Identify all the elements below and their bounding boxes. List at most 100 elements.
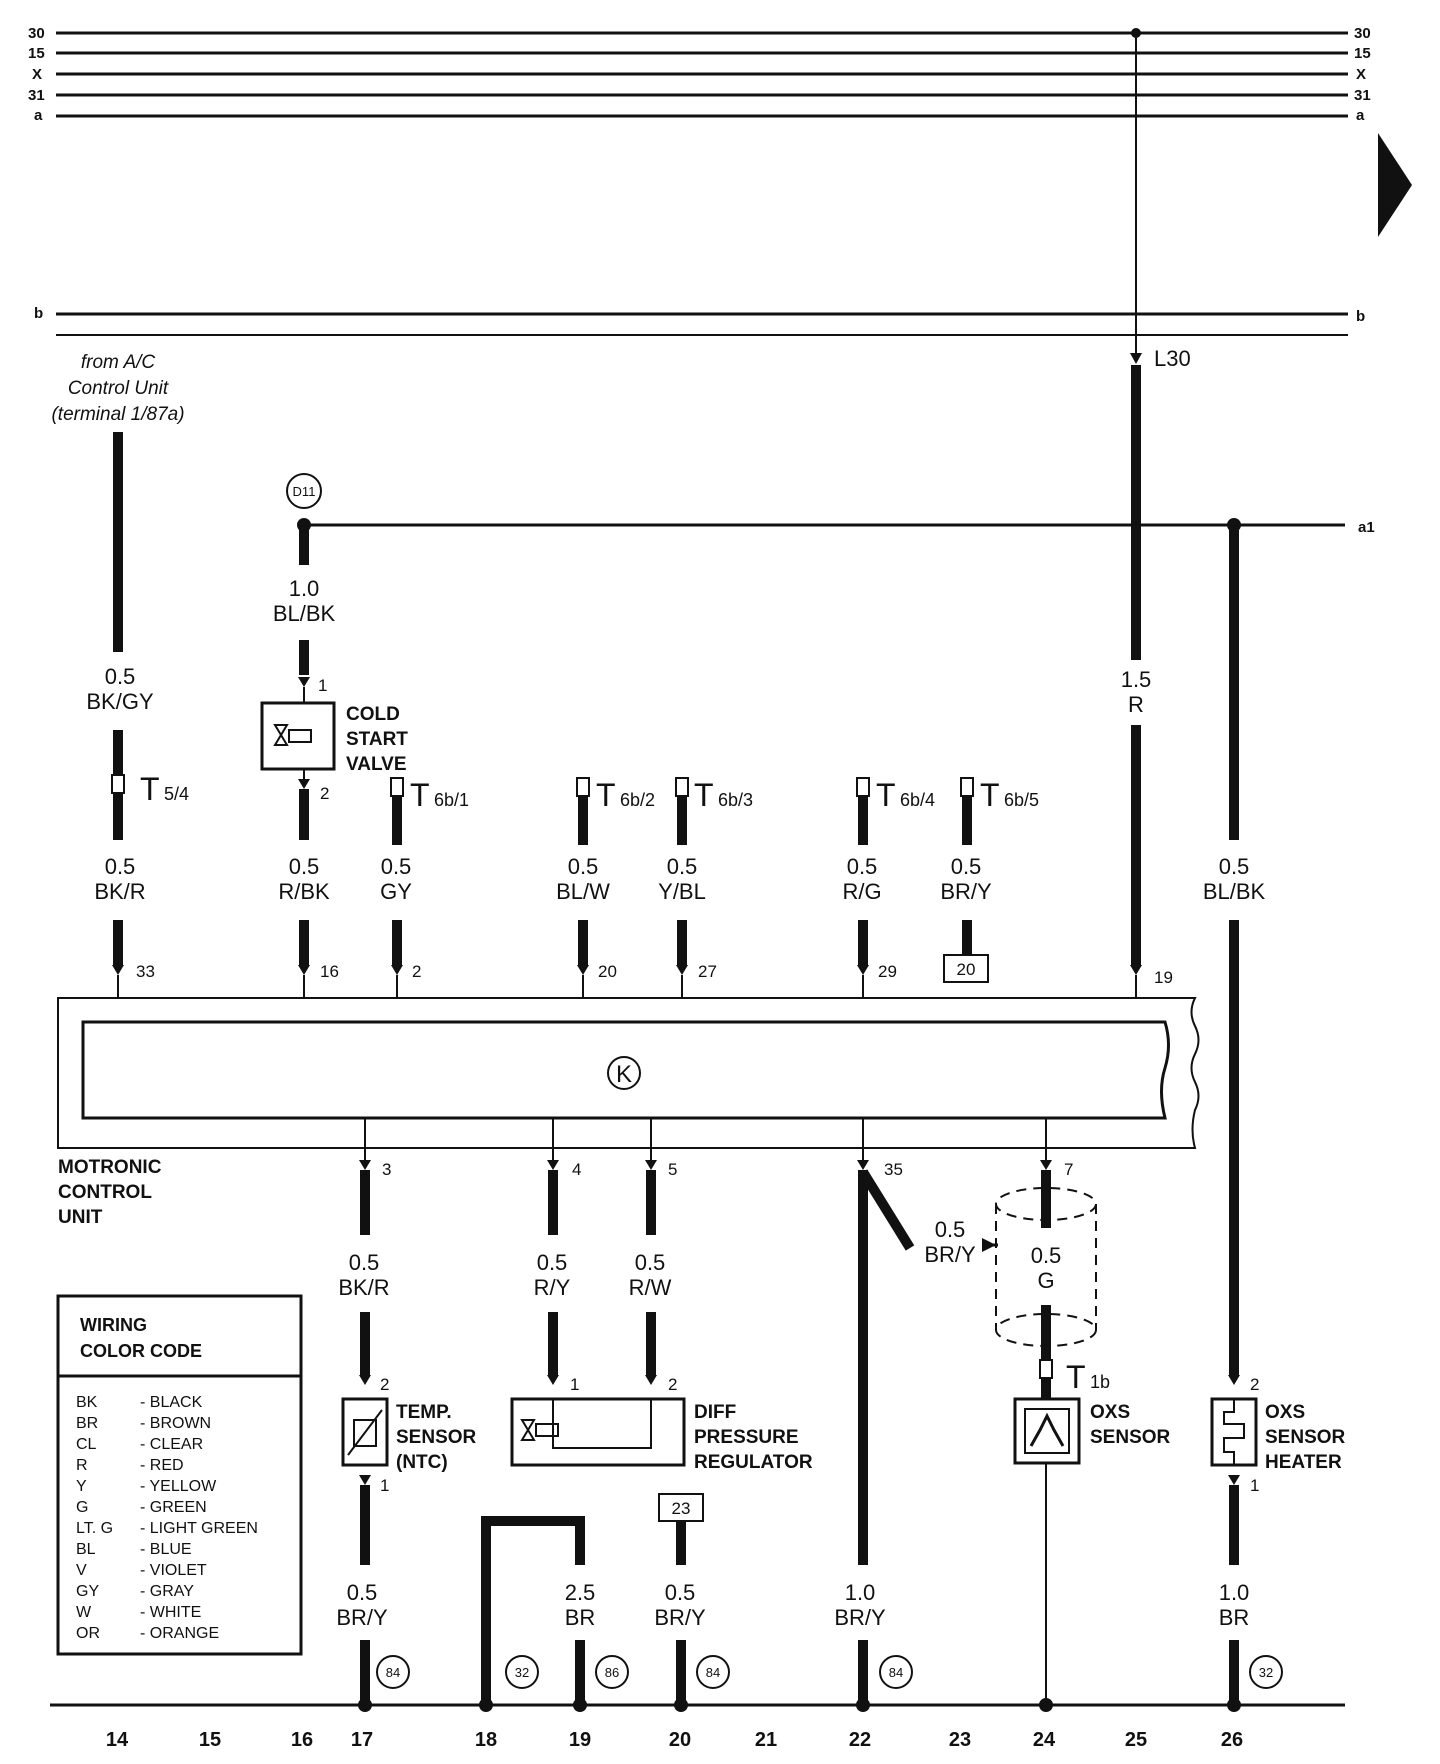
legend-name: - BLUE	[140, 1541, 192, 1558]
connector-arrow	[391, 965, 403, 975]
legend-code: V	[76, 1562, 87, 1579]
column-numbers: 14 15 16 17 18 19 20 21 22 23 24 25 26	[106, 1729, 1243, 1751]
connector-arrow	[547, 1375, 559, 1385]
wire-bry-shield-color: BR/Y	[924, 1242, 976, 1267]
column-22: 22	[849, 1729, 871, 1751]
connector-arrow	[1130, 965, 1142, 975]
connector-box-23	[658, 1493, 704, 1522]
wire-br-19-gauge: 2.5	[565, 1580, 596, 1605]
l30-label: L30	[1154, 346, 1191, 371]
ground-junctions	[358, 1698, 1241, 1712]
wire-rbk-color: R/BK	[278, 879, 330, 904]
legend-title-2: COLOR CODE	[80, 1341, 202, 1361]
ground-ref-circle	[879, 1655, 913, 1689]
oxs-heater-label-3: HEATER	[1265, 1452, 1342, 1473]
oxs-heater-label-2: SENSOR	[1265, 1427, 1346, 1448]
connector-arrow	[645, 1160, 657, 1170]
wire-bkr-bot-color: BK/R	[338, 1275, 389, 1300]
source-note-line1: from A/C	[81, 352, 156, 373]
column-17: 17	[351, 1729, 373, 1751]
ecu-name-3: UNIT	[58, 1207, 103, 1228]
conn-t6b3-base: T	[694, 777, 714, 813]
diff-pressure-label-2: PRESSURE	[694, 1427, 799, 1448]
wire-blbk-1-gauge: 1.0	[289, 576, 320, 601]
connector-icon	[1039, 1359, 1053, 1379]
connector-arrow	[298, 677, 310, 687]
wire-gy-color: GY	[380, 879, 412, 904]
legend-name: - BROWN	[140, 1415, 211, 1432]
temp-sensor-label-3: (NTC)	[396, 1452, 448, 1473]
wire-bry-20-color: BR/Y	[654, 1605, 706, 1630]
legend-name: - GREEN	[140, 1499, 207, 1516]
node-d11-label: D11	[293, 484, 316, 499]
wire-ry-gauge: 0.5	[537, 1250, 568, 1275]
conn-t6b4-sub: 6b/4	[900, 790, 935, 810]
ecu-name-2: CONTROL	[58, 1182, 152, 1203]
ground-ref-84-a: 84	[386, 1665, 400, 1680]
wire-gy-gauge: 0.5	[381, 854, 412, 879]
wire-blbk-05-gauge: 0.5	[1219, 854, 1250, 879]
valve-icon	[520, 1399, 652, 1449]
connector-arrow	[359, 1375, 371, 1385]
heater-pin-1: 1	[1250, 1476, 1259, 1495]
ecu-pin-5: 5	[668, 1160, 677, 1179]
source-note-line2: Control Unit	[68, 378, 169, 399]
ground-ref-circle	[1249, 1655, 1283, 1689]
connector-icon	[960, 777, 974, 797]
bus-label-a: a	[34, 107, 43, 124]
wire-bry-20-gauge: 0.5	[665, 1580, 696, 1605]
legend-code: OR	[76, 1625, 100, 1642]
conn-t6b1-base: T	[410, 777, 430, 813]
bus-labels-left: 30 15 X 31 a b	[28, 25, 45, 322]
column-20: 20	[669, 1729, 691, 1751]
oxs-sensor-label-2: SENSOR	[1090, 1427, 1171, 1448]
legend-box	[56, 1294, 303, 1656]
bus-label-x-right: X	[1356, 66, 1366, 83]
legend-name: - RED	[140, 1457, 184, 1474]
wire-bry-top-color: BR/Y	[940, 879, 992, 904]
ecu-pin-20: 20	[598, 962, 617, 981]
conn-t6b3-sub: 6b/3	[718, 790, 753, 810]
ground-ref-circle	[376, 1655, 410, 1689]
conn-t6b4-base: T	[876, 777, 896, 813]
bus-label-30-right: 30	[1354, 25, 1371, 42]
bus-label-30: 30	[28, 25, 45, 42]
bus-label-a-right: a	[1356, 107, 1365, 124]
wiring-color-legend: WIRING COLOR CODE BK - BLACK BR - BROWN …	[56, 1294, 303, 1656]
legend-code: CL	[76, 1436, 97, 1453]
legend-code: GY	[76, 1583, 99, 1600]
connector-icon	[675, 777, 689, 797]
diff-pin-2: 2	[668, 1375, 677, 1394]
valve-icon	[273, 724, 312, 746]
ecu-name-1: MOTRONIC	[58, 1157, 162, 1178]
temp-sensor-label-1: TEMP.	[396, 1402, 452, 1423]
column-25: 25	[1125, 1729, 1147, 1751]
connector-icon	[390, 777, 404, 797]
legend-code: LT. G	[76, 1520, 113, 1537]
wire-blbk-05-color: BL/BK	[1203, 879, 1266, 904]
oxs-heater-label-1: OXS	[1265, 1402, 1305, 1423]
legend-title-1: WIRING	[80, 1315, 147, 1335]
ground-ref-circle	[696, 1655, 730, 1689]
wire-bry-22-gauge: 1.0	[845, 1580, 876, 1605]
bus-label-31: 31	[28, 87, 45, 104]
wire-ry-color: R/Y	[534, 1275, 571, 1300]
legend-code: Y	[76, 1478, 87, 1495]
heater-icon	[1223, 1399, 1245, 1465]
wire-bkr-bot-gauge: 0.5	[349, 1250, 380, 1275]
bus-labels-right: 30 15 X 31 a b	[1354, 25, 1371, 325]
legend-name: - YELLOW	[140, 1478, 217, 1495]
conn-t54-base: T	[140, 771, 160, 807]
conn-t6b5-sub: 6b/5	[1004, 790, 1039, 810]
junction-dot	[1039, 1698, 1053, 1712]
wire-ybl-gauge: 0.5	[667, 854, 698, 879]
wire-bkr-top-gauge: 0.5	[105, 854, 136, 879]
cold-start-label-2: START	[346, 729, 408, 750]
connector-arrow	[857, 1160, 869, 1170]
bus-label-a1: a1	[1358, 519, 1375, 536]
connector-arrow	[857, 965, 869, 975]
ground-ref-84-b: 84	[706, 1665, 720, 1680]
column-16: 16	[291, 1729, 313, 1751]
column-15: 15	[199, 1729, 221, 1751]
connector-arrow	[359, 1160, 371, 1170]
